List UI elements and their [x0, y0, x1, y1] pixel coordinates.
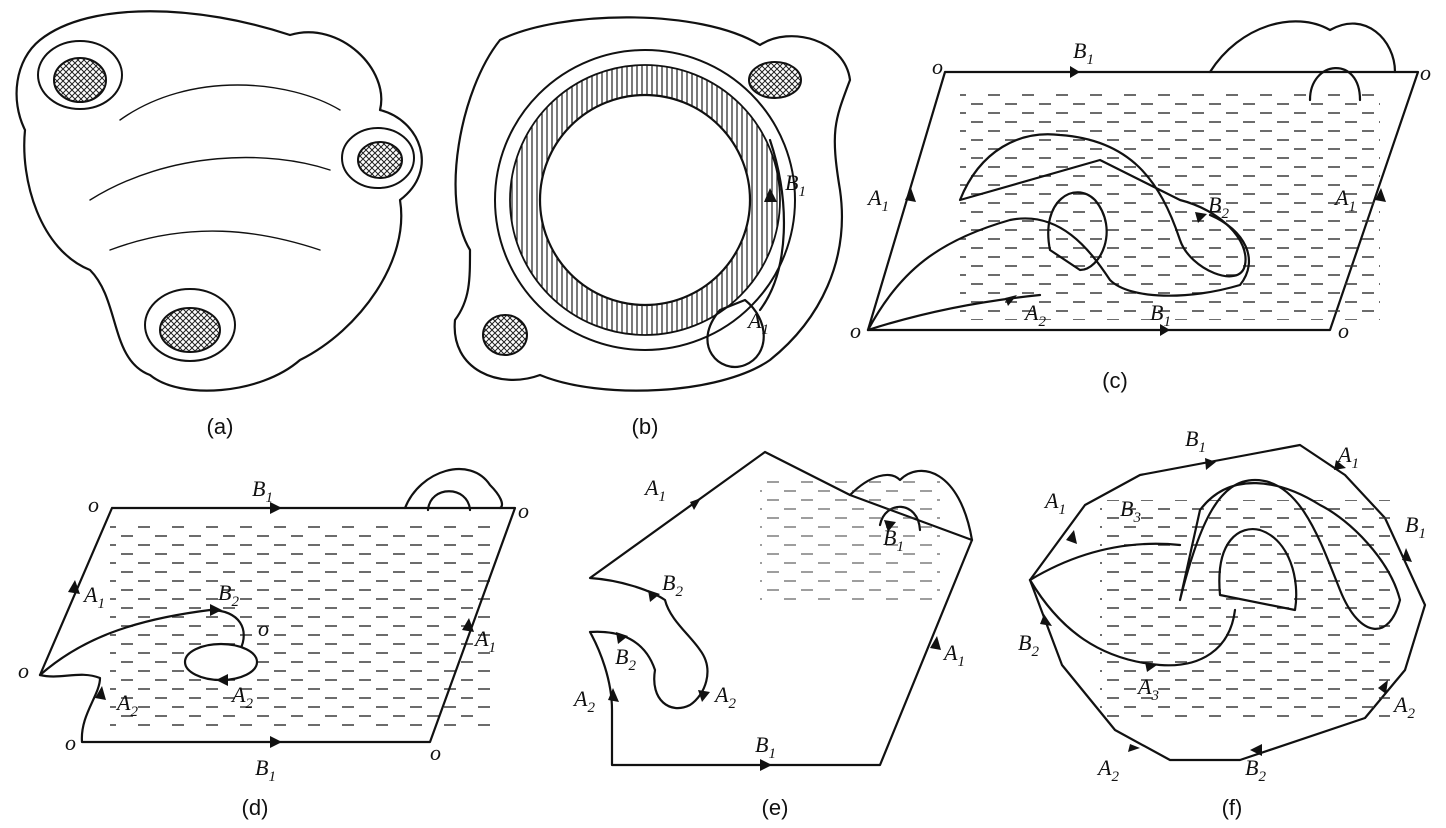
label-a1-left-c: A1	[866, 185, 889, 215]
label-o-bottom-right-c: o	[1338, 318, 1349, 343]
arrow-b1-top-f	[1205, 458, 1216, 470]
surface-texture-e	[760, 480, 940, 600]
label-o-bottom-right-d: o	[430, 740, 441, 765]
label-o-top-right-c: o	[1420, 60, 1431, 85]
label-a1-left-f: A1	[1043, 488, 1066, 518]
label-o-top-left-c: o	[932, 54, 943, 79]
arrow-a2-bottom-f	[1128, 744, 1140, 752]
label-a2-right-f: A2	[1392, 692, 1415, 722]
surface-contour-lines	[90, 85, 340, 250]
label-o-bottom-left-c: o	[850, 318, 861, 343]
label-o-top-right-d: o	[518, 498, 529, 523]
surface-texture-c	[960, 90, 1380, 320]
panel-f: B1 A1 A1 B3 B1 B2 A3 A2 A2 B2 (f)	[1018, 426, 1426, 820]
label-o-hole-d: o	[258, 616, 269, 641]
arrow-b1-right-f	[1402, 548, 1412, 562]
label-a1-e: A1	[643, 475, 666, 505]
arrow-a1-e	[690, 498, 701, 510]
label-b1-right-f: B1	[1405, 512, 1426, 542]
handle-inner-bottom	[160, 308, 220, 352]
caption-c: (c)	[1102, 368, 1128, 393]
hole-boundary-d	[185, 644, 257, 680]
label-b1-bottom-d: B1	[255, 755, 276, 785]
handle-bottom-left	[483, 315, 527, 355]
caption-a: (a)	[207, 414, 234, 439]
handle-inner-top-left	[54, 58, 106, 102]
panel-b: B1 A1 (b)	[455, 17, 850, 439]
label-b2-upper-e: B2	[662, 570, 683, 600]
label-a1-left-d: A1	[82, 582, 105, 612]
handle-bump-c	[1210, 21, 1395, 72]
caption-b: (b)	[632, 414, 659, 439]
label-o-left-d: o	[18, 658, 29, 683]
arrow-b1-top-c	[1070, 66, 1080, 78]
caption-f: (f)	[1222, 795, 1243, 820]
label-b1-top-c: B1	[1073, 38, 1094, 68]
handle-inner-right	[358, 142, 402, 178]
label-a1-right-e: A1	[942, 640, 965, 670]
surface-texture-d	[110, 520, 490, 730]
torus-hole	[540, 95, 750, 305]
label-o-bottom-left-d: o	[65, 730, 76, 755]
label-a2-right-e: A2	[713, 682, 736, 712]
panel-c: o B1 o A1 A1 B2 A2 o B1 o (c)	[850, 21, 1431, 393]
arrow-b1-bottom-d	[270, 736, 282, 748]
label-b1-top-d: B1	[252, 476, 273, 506]
label-a2-left-e: A2	[572, 686, 595, 716]
label-b1-top-f: B1	[1185, 426, 1206, 456]
panel-e: A1 B1 B2 B2 A2 A2 A1 B1 (e)	[572, 452, 972, 820]
arrow-a1-left-c	[905, 188, 916, 202]
caption-d: (d)	[242, 795, 269, 820]
handle-top-right	[749, 62, 801, 98]
label-o-top-left-d: o	[88, 492, 99, 517]
panel-a: (a)	[17, 11, 422, 439]
handle-bump-d	[405, 469, 502, 508]
arrow-a1-left-f	[1066, 530, 1077, 544]
label-b2-left-f: B2	[1018, 630, 1039, 660]
label-b1-bottom-e: B1	[755, 732, 776, 762]
label-a2-bottom-f: A2	[1096, 755, 1119, 785]
label-b2-lower-e: B2	[615, 644, 636, 674]
label-a1: A1	[746, 308, 769, 338]
caption-e: (e)	[762, 795, 789, 820]
arrow-b2-left-f	[1040, 614, 1052, 626]
label-b2-bottom-f: B2	[1245, 755, 1266, 785]
panel-d: o B1 o A1 B2 o A1 o A2 A2 o B1 o (d)	[18, 469, 529, 820]
